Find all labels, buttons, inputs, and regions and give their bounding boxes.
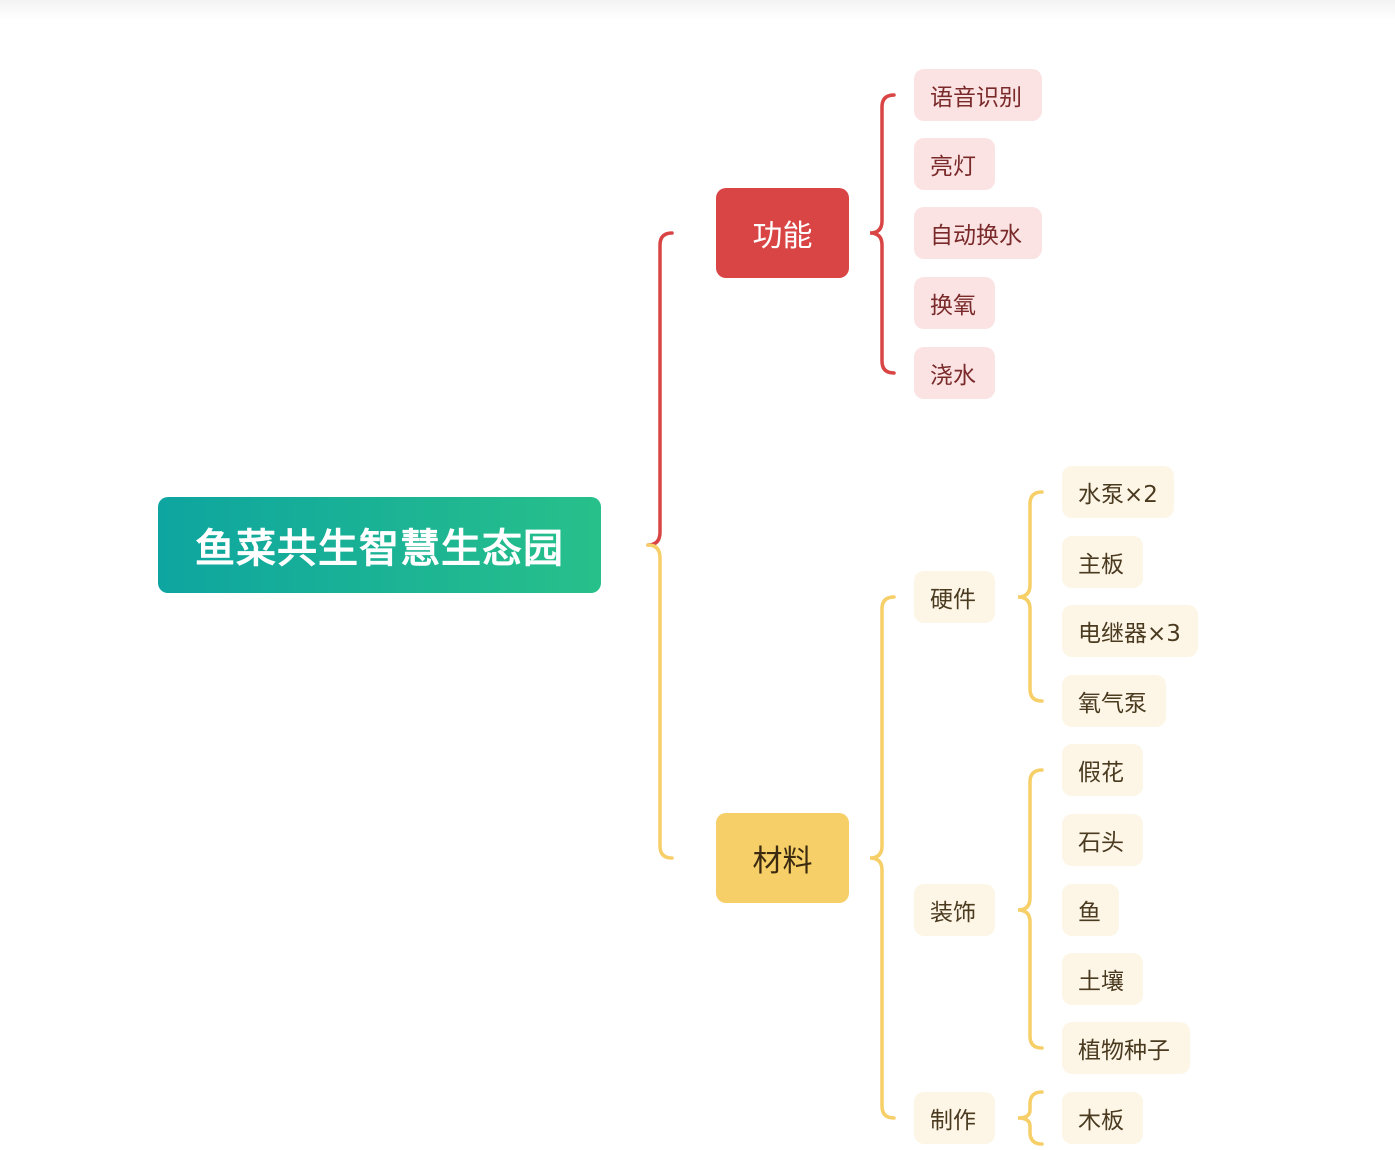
leaf-water-pump[interactable]: 水泵×2 bbox=[1062, 466, 1174, 518]
leaf-light[interactable]: 亮灯 bbox=[914, 138, 995, 190]
leaf-wood-board[interactable]: 木板 bbox=[1062, 1092, 1143, 1144]
hardware-brace bbox=[1017, 490, 1044, 703]
root-node[interactable]: 鱼菜共生智慧生态园 bbox=[158, 497, 601, 593]
leaf-watering[interactable]: 浇水 bbox=[914, 347, 995, 399]
leaf-plant-seeds[interactable]: 植物种子 bbox=[1062, 1022, 1190, 1074]
leaf-fake-flower[interactable]: 假花 bbox=[1062, 744, 1143, 796]
root-material-connector bbox=[646, 543, 674, 860]
leaf-relay[interactable]: 电继器×3 bbox=[1062, 605, 1198, 657]
material-brace bbox=[869, 595, 896, 1120]
leaf-oxygen-pump[interactable]: 氧气泵 bbox=[1062, 675, 1166, 727]
sub-branch-decoration[interactable]: 装饰 bbox=[914, 884, 995, 936]
leaf-auto-water-change[interactable]: 自动换水 bbox=[914, 207, 1042, 259]
function-brace bbox=[869, 93, 896, 375]
decoration-brace bbox=[1017, 768, 1044, 1050]
sub-branch-making[interactable]: 制作 bbox=[914, 1092, 995, 1144]
leaf-mainboard[interactable]: 主板 bbox=[1062, 536, 1143, 588]
branch-function[interactable]: 功能 bbox=[716, 188, 849, 278]
leaf-soil[interactable]: 土壤 bbox=[1062, 953, 1143, 1005]
leaf-voice-recognition[interactable]: 语音识别 bbox=[914, 69, 1042, 121]
leaf-oxygen-change[interactable]: 换氧 bbox=[914, 277, 995, 329]
top-shadow-bar bbox=[0, 0, 1395, 20]
branch-material[interactable]: 材料 bbox=[716, 813, 849, 903]
root-function-connector bbox=[646, 231, 674, 547]
leaf-stone[interactable]: 石头 bbox=[1062, 814, 1143, 866]
sub-branch-hardware[interactable]: 硬件 bbox=[914, 571, 995, 623]
leaf-fish[interactable]: 鱼 bbox=[1062, 884, 1119, 936]
making-brace bbox=[1017, 1090, 1044, 1146]
